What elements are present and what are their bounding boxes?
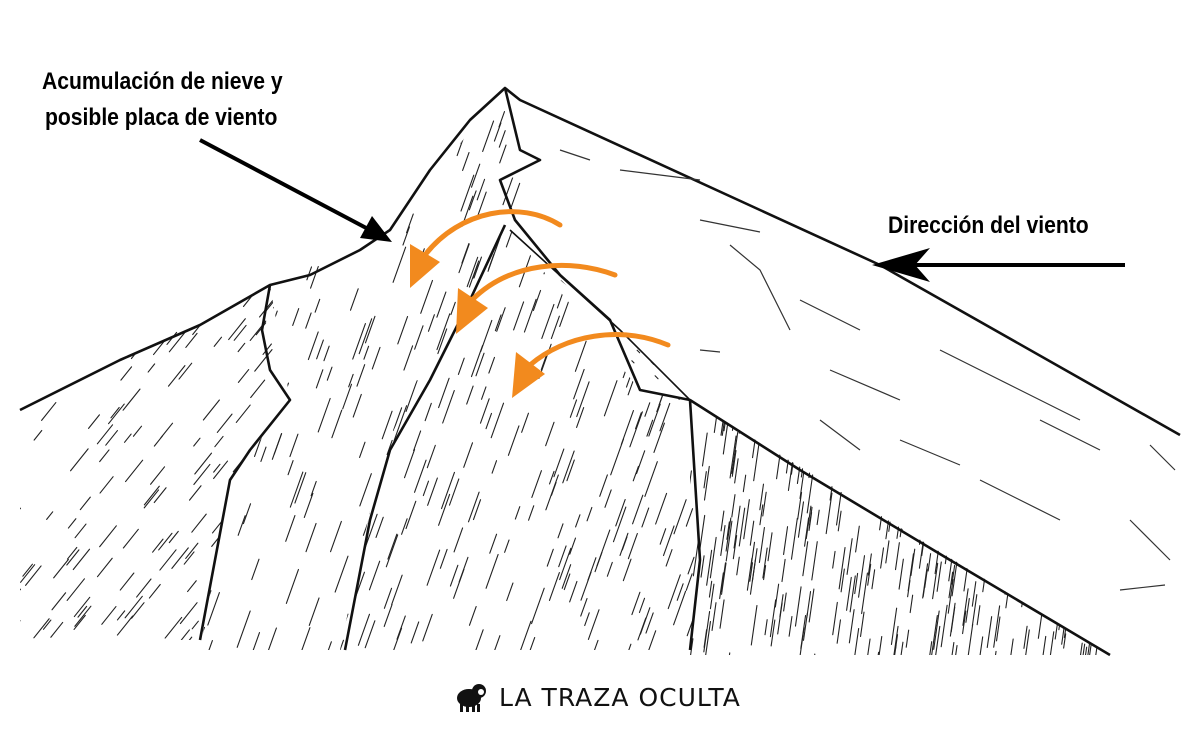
sheep-icon — [457, 684, 486, 712]
mountain-outline — [19, 86, 1181, 657]
snow-accumulation-arrow — [199, 138, 392, 242]
snow-cracks — [559, 149, 1176, 591]
hatching-cL — [20, 285, 290, 640]
hatching-cR — [690, 400, 1110, 655]
wind-direction-arrow — [872, 248, 1125, 282]
snow-label-line1: Acumulación de nieve y — [42, 68, 283, 95]
orange-wind-arrows — [422, 209, 671, 368]
brand-logo: LA TRAZA OCULTA — [455, 680, 741, 714]
brand-name: LA TRAZA OCULTA — [499, 682, 741, 712]
hatching-cM — [200, 90, 520, 650]
wind-label: Dirección del viento — [888, 212, 1089, 239]
orange-arrowheads — [410, 244, 545, 398]
snow-label-line2: posible placa de viento — [45, 104, 278, 131]
